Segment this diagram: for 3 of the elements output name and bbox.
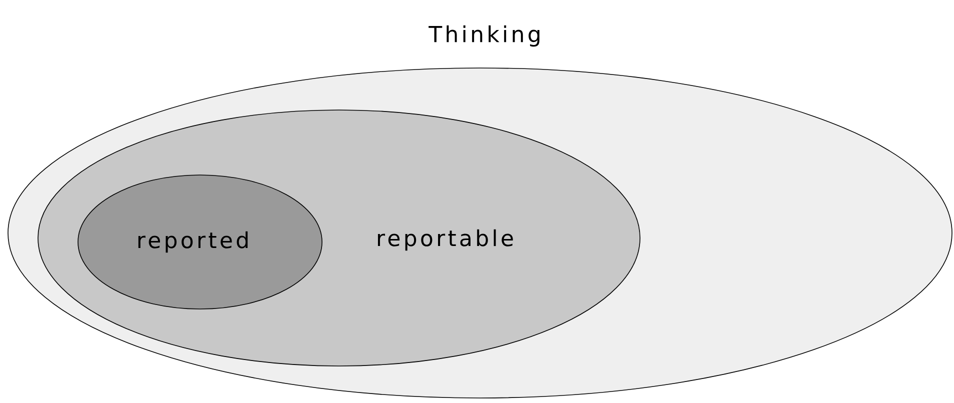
region-label: Thinking [428,25,540,47]
region-label: reported [138,231,248,253]
region-label: reportable [378,229,513,251]
